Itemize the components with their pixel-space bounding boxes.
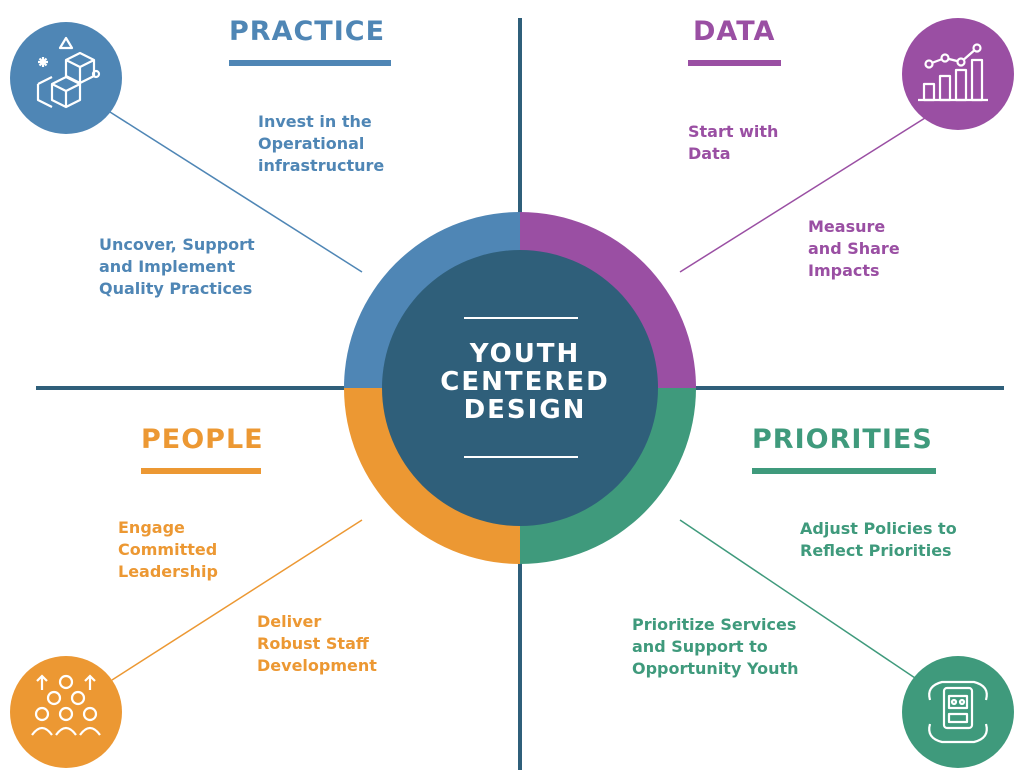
practice-item-2: Uncover, Support and Implement Quality P…: [99, 235, 255, 298]
practice-heading: PRACTICE: [229, 16, 386, 47]
center-circle: [382, 250, 658, 526]
data-heading: DATA: [693, 16, 776, 47]
center-title: YOUTH CENTERED DESIGN: [440, 339, 610, 425]
cubes-icon: [10, 22, 122, 134]
connector-priorities: [679, 519, 919, 681]
connector-people: [111, 519, 363, 681]
connector-practice: [109, 111, 363, 273]
hands-holding-device-icon: [902, 656, 1014, 768]
practice-item-1: Invest in the Operational infrastructure: [258, 112, 385, 175]
people-item-1: Engage Committed Leadership: [118, 518, 218, 581]
group-growth-icon: [10, 656, 122, 768]
practice-underline: [229, 60, 391, 66]
people-item-2: Deliver Robust Staff Development: [257, 612, 377, 675]
connector-data: [679, 117, 926, 273]
priorities-item-1: Adjust Policies to Reflect Priorities: [800, 519, 957, 560]
data-item-1: Start with Data: [688, 122, 779, 163]
data-underline: [688, 60, 781, 66]
priorities-heading: PRIORITIES: [752, 424, 933, 455]
people-underline: [141, 468, 261, 474]
priorities-item-2: Prioritize Services and Support to Oppor…: [632, 615, 799, 678]
people-heading: PEOPLE: [141, 424, 264, 455]
data-item-2: Measure and Share Impacts: [808, 217, 900, 280]
priorities-underline: [752, 468, 936, 474]
bar-line-chart-icon: [902, 18, 1014, 130]
